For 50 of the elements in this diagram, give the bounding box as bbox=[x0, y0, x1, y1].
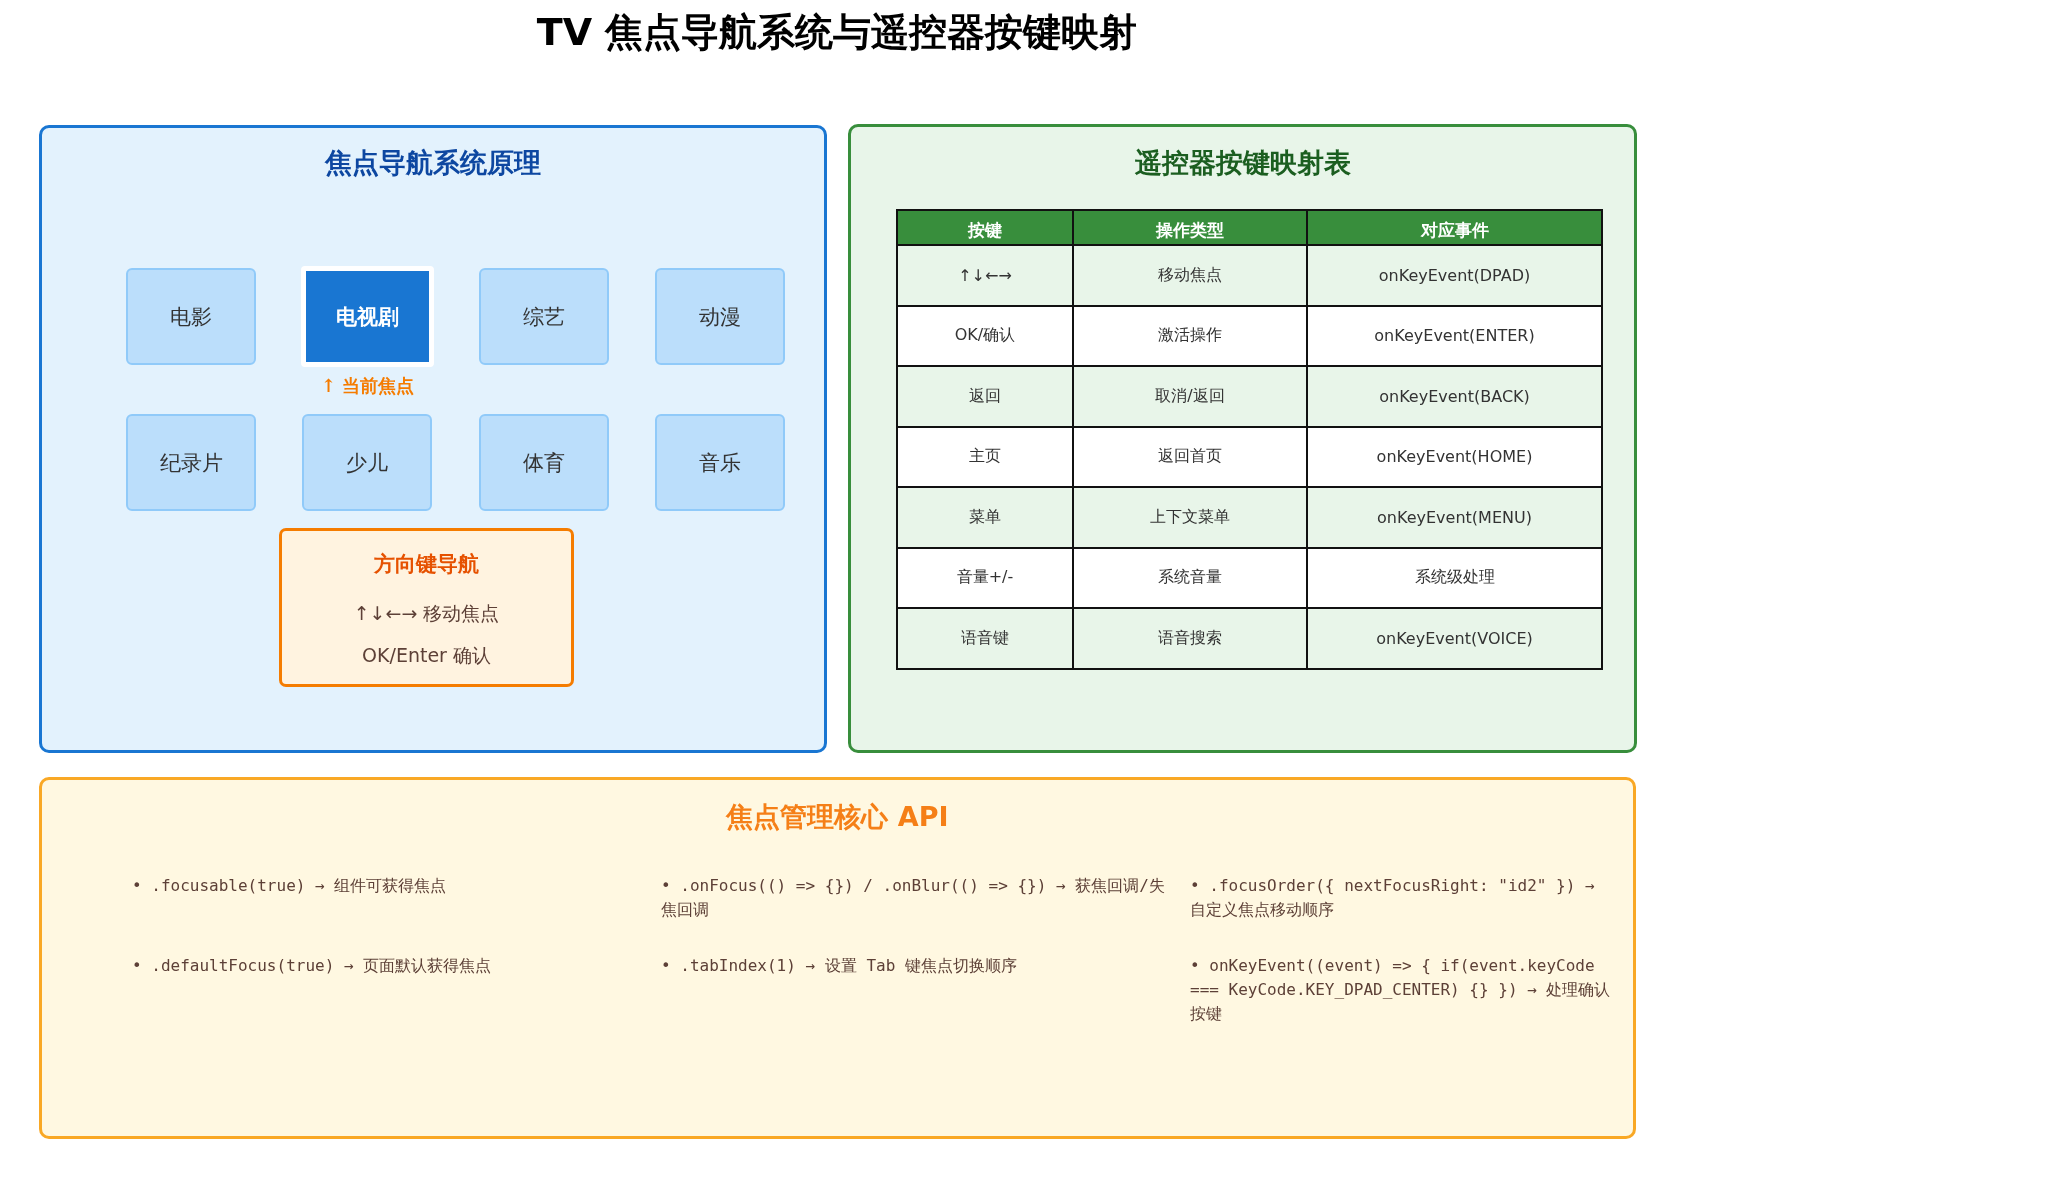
panel bbox=[848, 124, 1637, 753]
table-cell: onKeyEvent(VOICE) bbox=[1307, 608, 1602, 669]
table-cell: onKeyEvent(HOME) bbox=[1307, 426, 1602, 487]
panel-heading: 遥控器按键映射表 bbox=[1134, 146, 1351, 180]
card-heading: 方向键导航 bbox=[374, 550, 479, 578]
api-item: • .tabIndex(1) → 设置 Tab 键焦点切换顺序 bbox=[661, 955, 1018, 977]
menu-tile: 体育 bbox=[479, 414, 609, 511]
table-cell: 激活操作 bbox=[1073, 305, 1307, 366]
table-cell: onKeyEvent(DPAD) bbox=[1307, 245, 1602, 306]
panel-heading: 焦点导航系统原理 bbox=[325, 146, 541, 180]
table-cell: ↑↓←→ bbox=[897, 245, 1073, 306]
table-cell: OK/确认 bbox=[897, 305, 1073, 366]
table-cell: onKeyEvent(ENTER) bbox=[1307, 305, 1602, 366]
api-item: • .onFocus(() => {}) / .onBlur(() => {}) → 获焦回调/失焦回调 bbox=[661, 875, 1166, 921]
panel bbox=[39, 125, 827, 753]
menu-tile: 少儿 bbox=[302, 414, 432, 511]
menu-tile: 纪录片 bbox=[126, 414, 256, 511]
table-cell: 取消/返回 bbox=[1073, 366, 1307, 427]
table-cell: 系统级处理 bbox=[1307, 547, 1602, 608]
header-cell: 按键 bbox=[897, 210, 1073, 245]
api-item: • .defaultFocus(true) → 页面默认获得焦点 bbox=[132, 955, 493, 977]
header-cell: 操作类型 bbox=[1073, 210, 1307, 245]
diagram-title: TV 焦点导航系统与遥控器按键映射 bbox=[536, 8, 1138, 56]
focused-tile: 电视剧 bbox=[301, 266, 434, 367]
table-cell: 主页 bbox=[897, 426, 1073, 487]
menu-tile: 综艺 bbox=[479, 268, 609, 365]
table-cell: 菜单 bbox=[897, 487, 1073, 548]
table-cell: 系统音量 bbox=[1073, 547, 1307, 608]
api-item: • onKeyEvent((event) => { if(event.keyCode === KeyCode.KEY_DPAD_CENTER) {} }) → 处理确认按键 bbox=[1190, 955, 1612, 1025]
table-cell: 音量+/- bbox=[897, 547, 1073, 608]
table-cell: 返回 bbox=[897, 366, 1073, 427]
api-item: • .focusOrder({ nextFocusRight: "id2" }) → 自定义焦点移动顺序 bbox=[1190, 875, 1596, 921]
menu-tile: 音乐 bbox=[655, 414, 785, 511]
table-cell: 语音键 bbox=[897, 608, 1073, 669]
panel bbox=[39, 777, 1636, 1139]
panel-heading: 焦点管理核心 API bbox=[726, 800, 949, 834]
menu-tile: 动漫 bbox=[655, 268, 785, 365]
table-cell: 上下文菜单 bbox=[1073, 487, 1307, 548]
table-cell: onKeyEvent(MENU) bbox=[1307, 487, 1602, 548]
menu-tile: 电影 bbox=[126, 268, 256, 365]
card-text: OK/Enter 确认 bbox=[362, 643, 491, 668]
table-cell: onKeyEvent(BACK) bbox=[1307, 366, 1602, 427]
header-cell: 对应事件 bbox=[1307, 210, 1602, 245]
focus-label: ↑ 当前焦点 bbox=[320, 374, 415, 398]
table-cell: 返回首页 bbox=[1073, 426, 1307, 487]
table-cell: 移动焦点 bbox=[1073, 245, 1307, 306]
info-card bbox=[279, 528, 574, 687]
table-cell: 语音搜索 bbox=[1073, 608, 1307, 669]
card-text: ↑↓←→ 移动焦点 bbox=[353, 601, 500, 626]
api-item: • .focusable(true) → 组件可获得焦点 bbox=[132, 875, 448, 897]
